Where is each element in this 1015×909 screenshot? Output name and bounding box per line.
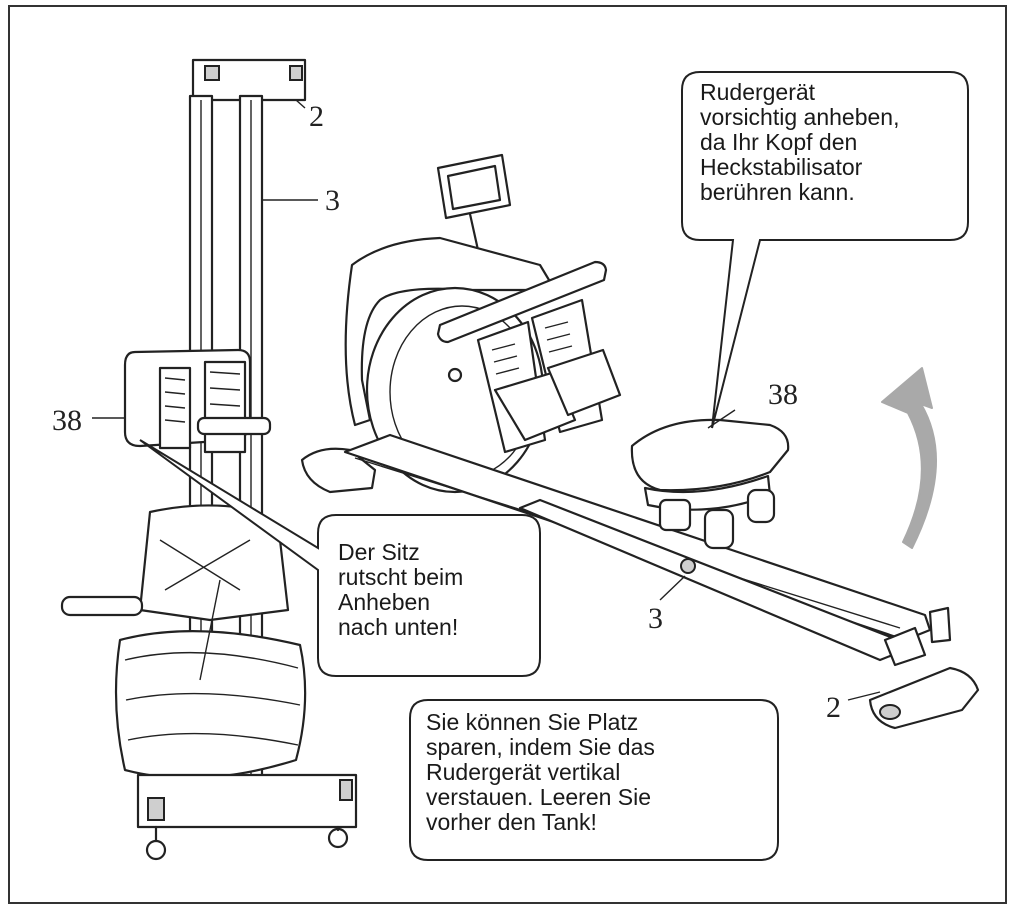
lift-warning-text: Rudergerät vorsichtig anheben, da Ihr Ko…: [700, 79, 900, 205]
leader-lines: [92, 99, 881, 701]
storage-tip-text: Sie können Sie Platz sparen, indem Sie d…: [426, 709, 655, 835]
label-vertical-seat: 38: [52, 404, 82, 437]
label-vertical-rail: 3: [325, 184, 340, 217]
vertical-rower: [60, 58, 358, 861]
label-vertical-top: 2: [309, 100, 324, 133]
label-horizontal-end: 2: [826, 691, 841, 724]
horizontal-rower: [300, 153, 980, 730]
lift-warning-bubble: [681, 71, 969, 429]
storage-tip-bubble: [409, 699, 779, 861]
diagram-frame: [8, 5, 1007, 904]
label-horizontal-seat: 38: [768, 378, 798, 411]
seat-warning-bubble: [139, 439, 541, 677]
label-horizontal-rail: 3: [648, 602, 663, 635]
curved-arrow-up-icon: [881, 367, 937, 549]
seat-warning-text: Der Sitz rutscht beim Anheben nach unten…: [338, 539, 464, 640]
